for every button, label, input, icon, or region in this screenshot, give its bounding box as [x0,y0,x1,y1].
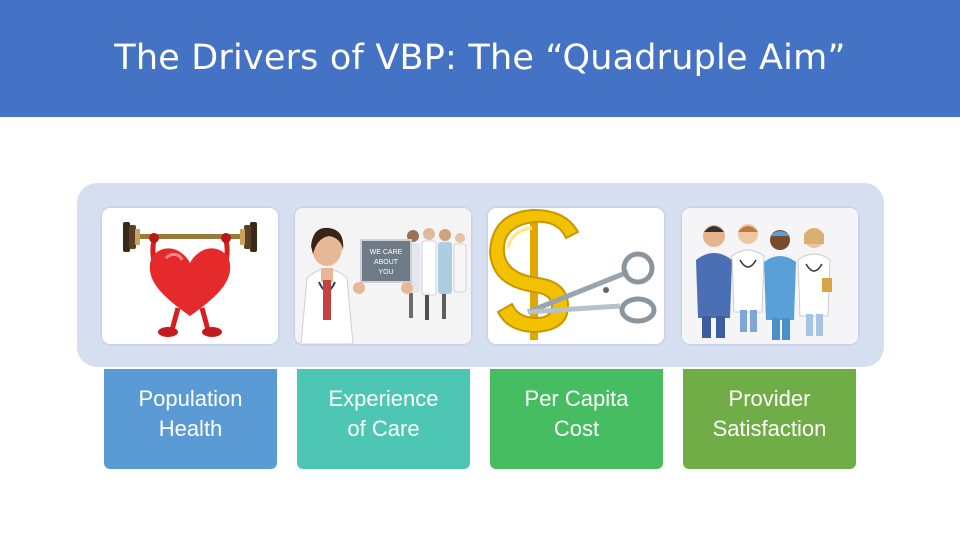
dollar-scissors-image [488,208,664,344]
aim-box-per-capita-cost: Per Capita Cost [490,369,663,469]
sign-text-2: ABOUT [374,259,399,266]
aim-label-line2: Health [158,416,223,441]
aim-box-population-health: Population Health [104,369,277,469]
title-banner: The Drivers of VBP: The “Quadruple Aim” [0,0,960,117]
aim-label-line1: Per Capita [524,386,629,411]
aim-label-line2: Cost [553,416,600,441]
aim-box-experience-of-care: Experience of Care [297,369,470,469]
aim-label-line1: Population [138,386,243,411]
aim-label-line2: Satisfaction [712,416,827,441]
heart-lifting-dumbbell-image [102,208,278,344]
aim-box-provider-satisfaction: Provider Satisfaction [683,369,856,469]
sign-text-1: WE CARE [370,249,403,256]
medical-team-image [682,208,858,344]
doctor-with-sign-image: WE CARE ABOUT YOU [295,208,471,344]
slide-title: The Drivers of VBP: The “Quadruple Aim” [114,38,846,78]
aim-label-line1: Experience [328,386,439,411]
aim-label-line2: of Care [347,416,420,441]
sign-text-3: YOU [378,269,393,276]
aim-label-line1: Provider [728,386,811,411]
